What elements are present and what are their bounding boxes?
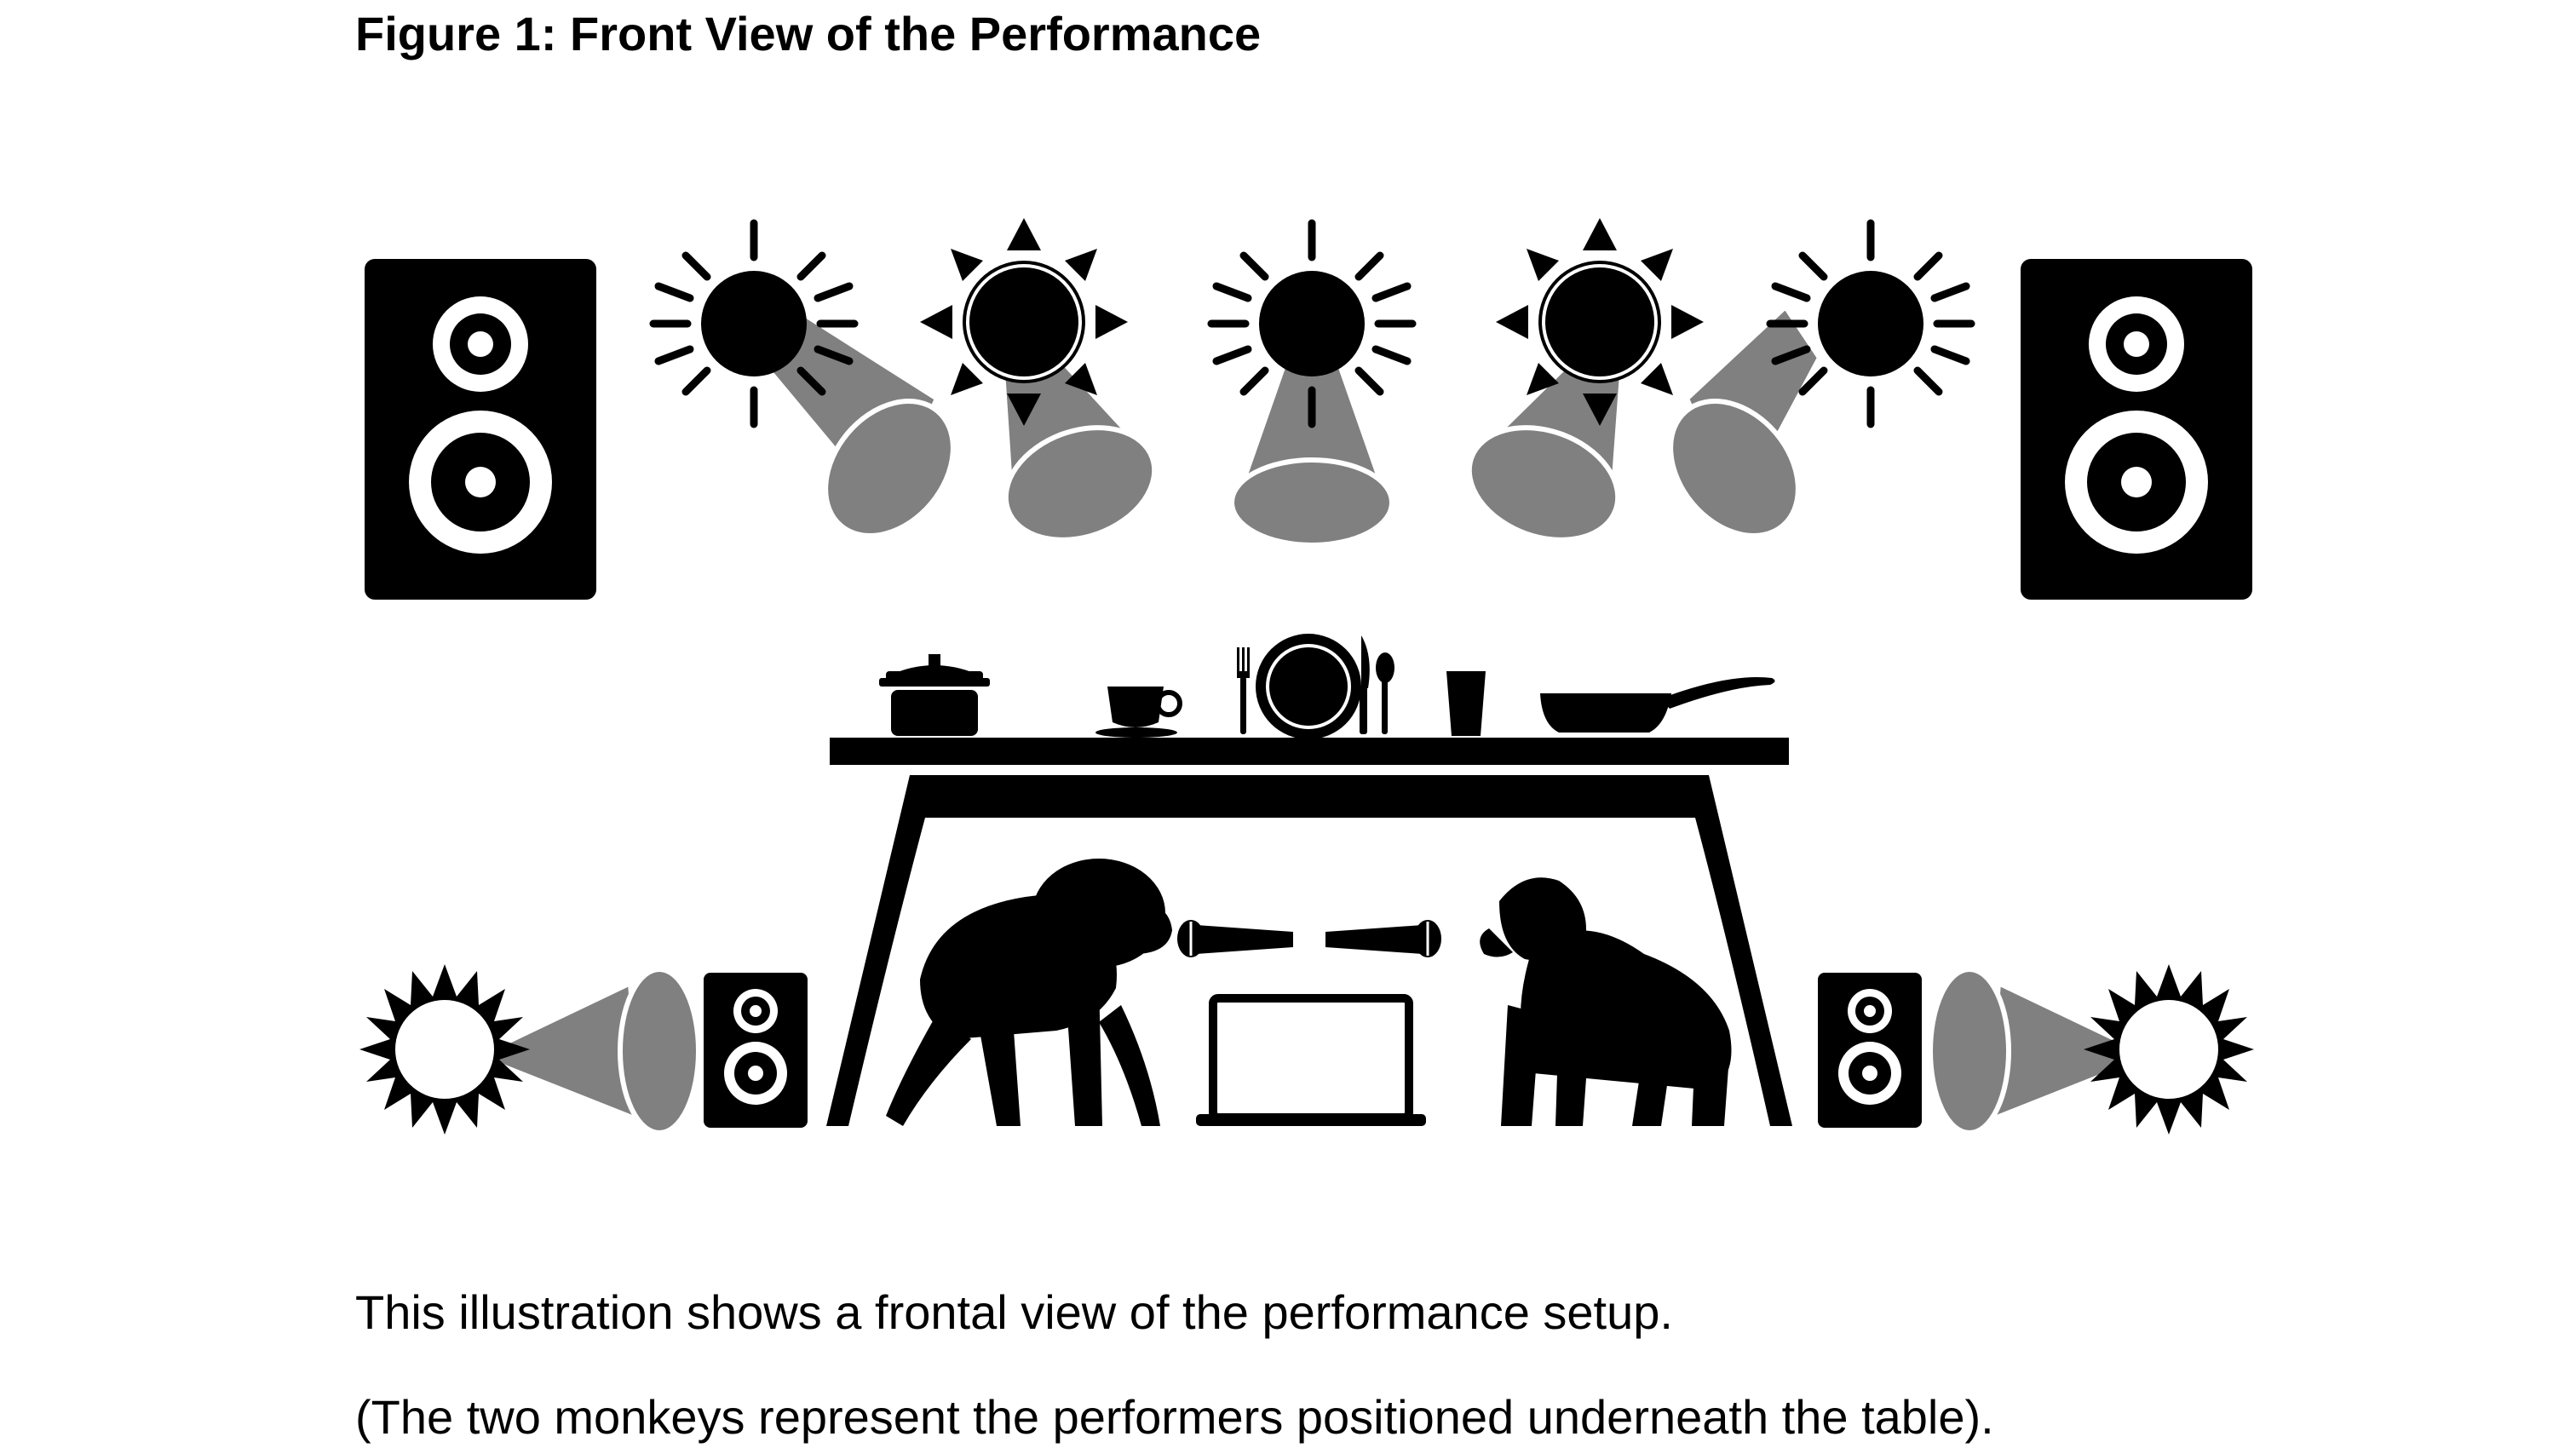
gorilla-icon (1480, 877, 1732, 1126)
caption-description: This illustration shows a frontal view o… (355, 1285, 1673, 1339)
figure-title: Figure 1: Front View of the Performance (355, 7, 1262, 60)
spoon-icon (1376, 652, 1394, 734)
chimpanzee-icon (886, 859, 1172, 1126)
pot-icon (879, 654, 990, 736)
spotlight-icon (359, 964, 701, 1135)
laptop-icon (1196, 994, 1426, 1126)
microphone-icon (1177, 920, 1293, 957)
plate-icon (1256, 634, 1361, 739)
frying-pan-icon (1540, 677, 1775, 733)
speaker-icon (1818, 973, 1922, 1128)
spotlight-icon (1928, 964, 2254, 1135)
glass-icon (1446, 671, 1486, 736)
spotlight-icon (1668, 223, 1971, 538)
performance-illustration (359, 216, 2254, 1135)
speaker-icon (2021, 259, 2252, 600)
cup-icon (1095, 687, 1182, 738)
spotlight-icon (653, 223, 956, 538)
microphone-icon (1325, 920, 1441, 957)
caption-note: (The two monkeys represent the performer… (355, 1390, 1994, 1444)
spotlight-icon (918, 216, 1158, 543)
spotlight-icon (1211, 223, 1412, 548)
speaker-icon (365, 259, 596, 600)
knife-icon (1360, 635, 1370, 734)
spotlight-icon (1466, 216, 1705, 543)
fork-icon (1237, 647, 1250, 734)
table-icon (826, 738, 1792, 1126)
speaker-icon (704, 973, 808, 1128)
